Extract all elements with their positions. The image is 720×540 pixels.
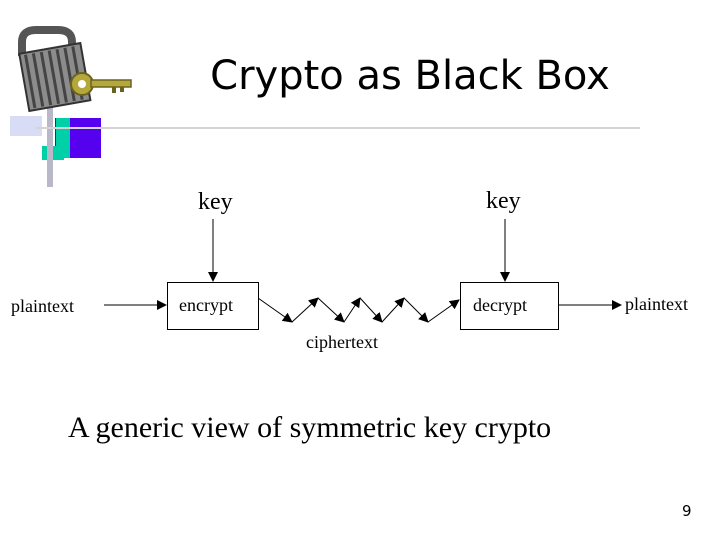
slide-title: Crypto as Black Box — [210, 53, 610, 99]
plaintext-output-label: plaintext — [625, 294, 688, 314]
ciphertext-zigzag — [257, 297, 460, 323]
encrypt-label: encrypt — [179, 295, 233, 315]
encrypt-box: encrypt — [167, 282, 259, 330]
decrypt-label: decrypt — [473, 295, 527, 315]
decrypt-box: decrypt — [460, 282, 559, 330]
ciphertext-label: ciphertext — [306, 332, 378, 352]
padlock-and-key-icon — [10, 26, 132, 187]
key-left-label: key — [198, 189, 233, 215]
page-number: 9 — [682, 502, 692, 520]
key-right-label: key — [486, 188, 521, 214]
slide-caption: A generic view of symmetric key crypto — [68, 411, 552, 444]
plaintext-input-label: plaintext — [11, 296, 74, 316]
title-divider — [36, 127, 640, 129]
